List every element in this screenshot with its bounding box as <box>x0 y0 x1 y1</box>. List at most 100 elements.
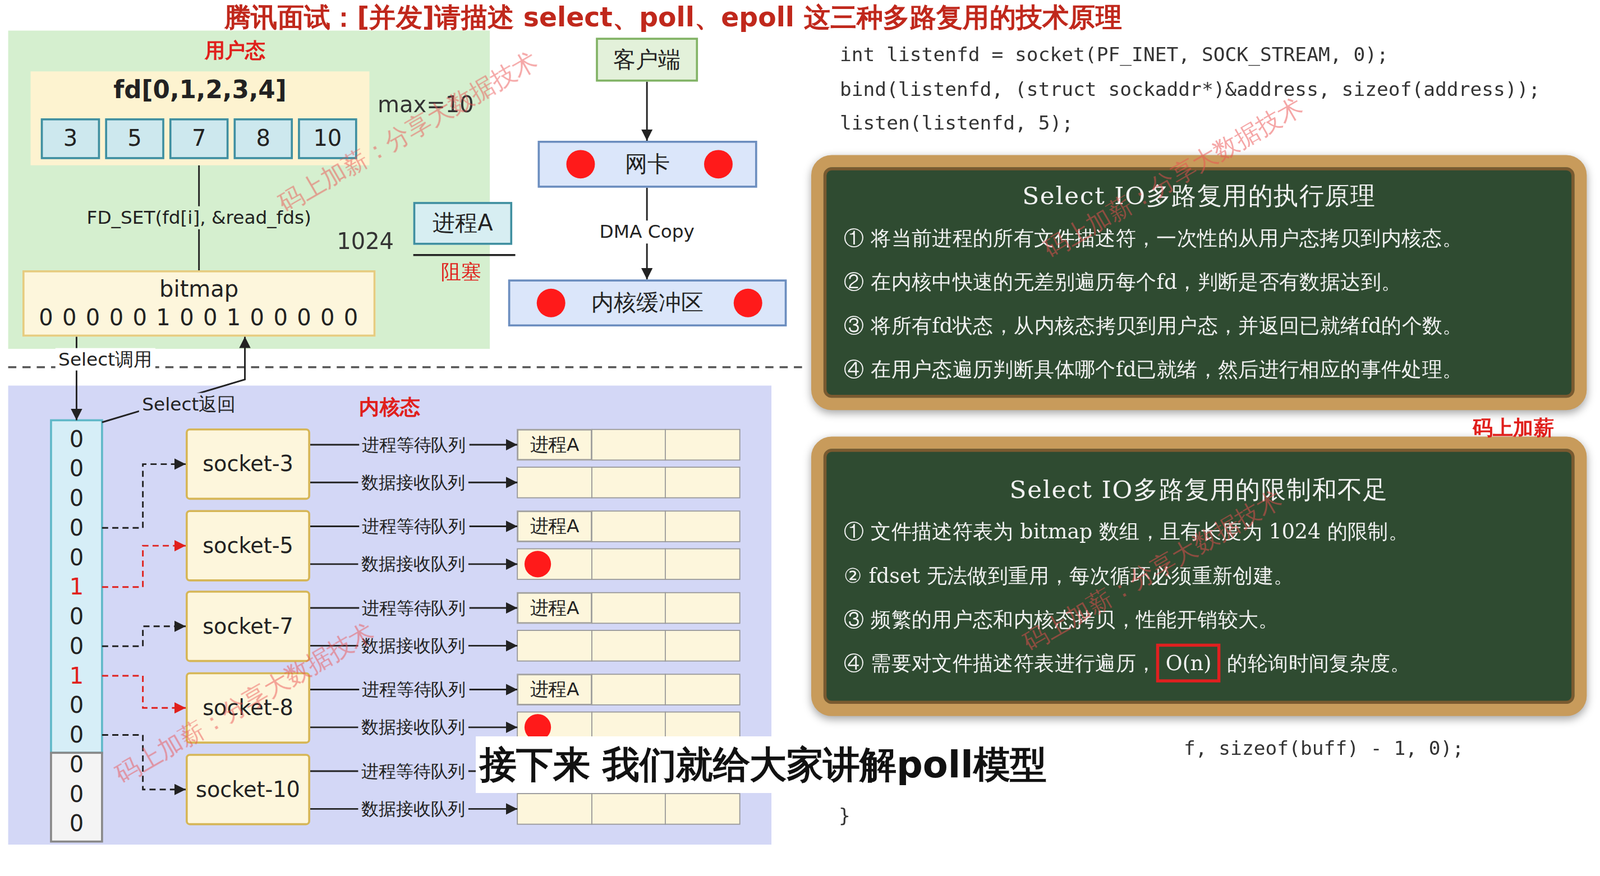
board-text: ① 将当前进程的所有文件描述符，一次性的从用户态拷贝到内核态。 <box>843 225 1463 251</box>
process-box: 进程A <box>413 201 513 245</box>
box-text: 进程A <box>530 515 580 539</box>
queue-arrow <box>310 770 518 773</box>
connector-label: 进程等待队列 <box>358 434 469 455</box>
board-line: ④ 需要对文件描述符表进行遍历，O(n) 的轮询时间复杂度。 <box>823 641 1575 686</box>
connector <box>75 336 78 421</box>
queue-cell <box>517 630 592 662</box>
queue-cell <box>591 674 666 706</box>
bitmap-bit: 0 <box>51 808 103 839</box>
queue-cell <box>591 712 666 744</box>
queue-arrow <box>310 645 518 647</box>
connector <box>198 165 200 271</box>
process-box: socket-10 <box>185 753 311 826</box>
board-line: ① 文件描述符表为 bitmap 数组，且有长度为 1024 的限制。 <box>823 509 1575 554</box>
subtitle-caption: 接下来 我们就给大家讲解poll模型 <box>475 736 1051 793</box>
box-text: 5 <box>127 124 142 153</box>
queue-label: 数据接收队列 <box>357 635 468 657</box>
box-text: 进程A <box>432 209 493 238</box>
bitmap-bit: 0 <box>51 424 103 455</box>
box-text: 内核缓冲区 <box>591 288 704 317</box>
bitmap-bit: 0 <box>51 453 103 484</box>
watermark: 码上加薪：分享大数据技术 <box>1038 92 1309 265</box>
board-line: ③ 频繁的用户态和内核态拷贝，性能开销较大。 <box>823 598 1575 642</box>
process-box: 357810fd[0,1,2,3,4] <box>30 71 370 165</box>
process-box: 进程A <box>517 674 592 706</box>
process-box: bitmap0 0 0 0 0 1 0 0 1 0 0 0 0 0 <box>22 270 376 337</box>
queue-arrow <box>310 726 518 729</box>
queue-cell <box>591 511 666 542</box>
bitmap-bit: 0 <box>51 483 103 514</box>
queue-cell <box>665 549 740 581</box>
queue-label: 数据接收队列 <box>357 716 468 738</box>
queue-cell <box>665 712 740 744</box>
block-line <box>413 254 516 257</box>
bitmap-bit: 0 <box>51 543 103 573</box>
region-heading: 用户态 <box>8 36 463 64</box>
array-heading: fd[0,1,2,3,4] <box>30 71 370 104</box>
board-text: O(n) <box>1156 644 1221 683</box>
connector-label: 进程等待队列 <box>358 598 469 619</box>
connector-label: Select返回 <box>139 393 239 416</box>
connector <box>310 607 518 610</box>
code-line: bind(listenfd, (struct sockaddr*)&addres… <box>839 77 1540 101</box>
data-packet-dot <box>566 149 595 179</box>
queue-cell <box>517 712 592 744</box>
queue-cell <box>665 756 740 788</box>
state-note: 阻塞 <box>440 259 482 284</box>
connector <box>102 336 246 423</box>
queue-cell <box>665 467 740 499</box>
board-line: ① 将当前进程的所有文件描述符，一次性的从用户态拷贝到内核态。 <box>823 216 1575 261</box>
note: 1024 <box>336 228 394 256</box>
queue-label: 进程等待队列 <box>357 761 468 783</box>
board-line: ④ 在用户态遍历判断具体哪个fd已就绪，然后进行相应的事件处理。 <box>823 347 1575 392</box>
queue-cell <box>665 674 740 706</box>
region-panel: 00000100100000socket-3socket-5socket-7so… <box>8 385 772 845</box>
queue-cell <box>517 549 592 581</box>
queue-arrow <box>310 563 518 565</box>
connector-label: Select调用 <box>55 348 155 371</box>
note: max=10 <box>377 92 475 119</box>
process-box: socket-3 <box>185 428 311 500</box>
connector-label: FD_SET(fd[i], &read_fds) <box>83 206 315 229</box>
box-text: 进程A <box>530 678 580 702</box>
box-text: socket-8 <box>202 694 294 722</box>
queue-arrow <box>310 808 518 811</box>
blackboard: Select IO多路复用的执行原理① 将当前进程的所有文件描述符，一次性的从用… <box>811 154 1587 411</box>
connector-label: DMA Copy <box>596 220 698 243</box>
queue-label: 数据接收队列 <box>357 472 468 494</box>
process-box: 进程A <box>517 592 592 624</box>
process-box: 3 <box>40 118 100 160</box>
queue-cell <box>517 793 592 825</box>
queue-cell <box>517 429 592 461</box>
board-text: ④ 需要对文件描述符表进行遍历， <box>843 650 1157 676</box>
box-text: 进程A <box>530 596 580 620</box>
watermark: 码上加薪 <box>1472 415 1555 440</box>
bitmap-bit: 0 <box>51 750 103 780</box>
code-line: f, sizeof(buff) - 1, 0); <box>1183 736 1464 760</box>
process-box: 7 <box>169 118 229 160</box>
box-text: socket-10 <box>195 776 301 804</box>
connector <box>310 688 518 691</box>
connector <box>102 545 186 588</box>
connector <box>646 81 648 141</box>
box-text: socket-3 <box>202 451 294 478</box>
process-box: socket-5 <box>185 509 311 582</box>
queue-cell <box>665 511 740 542</box>
board-text: ② fdset 无法做到重用，每次循环必须重新创建。 <box>843 563 1294 588</box>
board-line: ② 在内核中快速的无差别遍历每个fd，判断是否有数据达到。 <box>823 260 1575 305</box>
process-box: 进程A <box>517 511 592 542</box>
watermark: 码上加薪：分享大数据技术 <box>110 617 380 790</box>
connector <box>102 626 186 647</box>
bitmap-bit: 1 <box>51 572 103 602</box>
box-text: socket-5 <box>202 532 294 560</box>
bitmap-bit: 0 <box>51 631 103 662</box>
connector <box>310 525 518 528</box>
user-space-panel <box>8 30 491 349</box>
board-line: ② fdset 无法做到重用，每次循环必须重新创建。 <box>823 554 1575 599</box>
data-packet-dot <box>733 288 763 318</box>
board-text: ① 文件描述符表为 bitmap 数组，且有长度为 1024 的限制。 <box>843 519 1409 545</box>
process-box: 5 <box>104 118 164 160</box>
process-box: 网卡 <box>538 140 758 188</box>
